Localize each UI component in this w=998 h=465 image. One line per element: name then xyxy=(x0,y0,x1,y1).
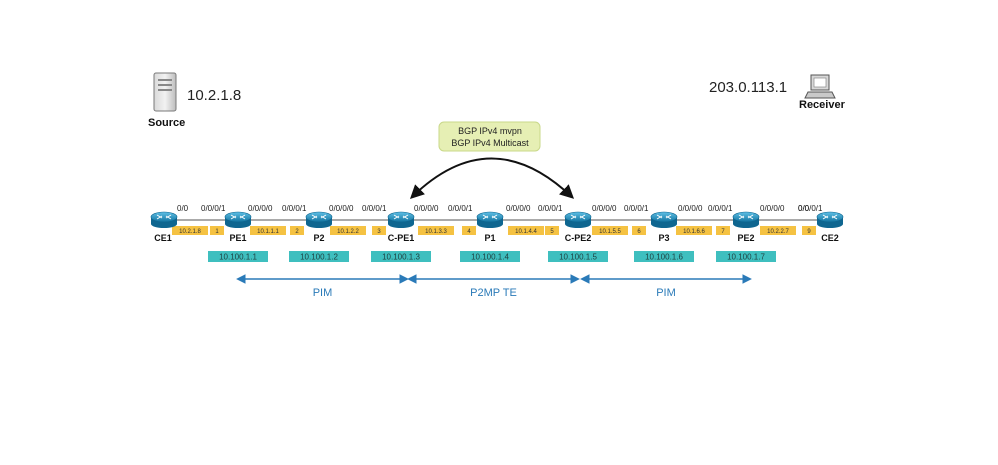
router-ce2-label: CE2 xyxy=(821,233,839,243)
link-address-text: 1 xyxy=(215,229,219,235)
interface-label: 0/0/0/0 xyxy=(329,204,354,213)
link-address-text: 10.1.6.6 xyxy=(683,229,705,235)
link-address-text: 2 xyxy=(295,229,299,235)
loopback-tag: 10.100.1.4 xyxy=(460,251,520,262)
interface-label: 0/0/0/1 xyxy=(201,204,226,213)
interface-label: 0/0/0/0 xyxy=(678,204,703,213)
segment-label: PIM xyxy=(656,287,676,299)
link-address-tag: 7 xyxy=(716,226,730,235)
router-p2-icon xyxy=(305,211,333,228)
interface-label: 0/0/0/0 xyxy=(760,204,785,213)
link-address-tag: 4 xyxy=(462,226,476,235)
bgp-line2: BGP IPv4 Multicast xyxy=(451,138,529,148)
loopback-tag: 10.100.1.6 xyxy=(634,251,694,262)
link-address-tag: 3 xyxy=(372,226,386,235)
router-cpe2-icon xyxy=(564,211,592,228)
interface-label: 0/0 xyxy=(798,204,810,213)
loopback-text: 10.100.1.4 xyxy=(471,253,509,262)
source-label: Source xyxy=(148,117,185,129)
router-ce1-icon xyxy=(150,211,178,228)
router-p3-icon xyxy=(650,211,678,228)
link-address-text: 10.1.3.3 xyxy=(425,229,447,235)
link-address-text: 5 xyxy=(550,229,554,235)
bgp-session-box: BGP IPv4 mvpn BGP IPv4 Multicast xyxy=(438,121,541,152)
link-address-text: 10.2.1.8 xyxy=(179,229,201,235)
link-address-text: 10.1.2.2 xyxy=(337,229,359,235)
bgp-session-arrow xyxy=(409,157,575,199)
bgp-line1: BGP IPv4 mvpn xyxy=(458,126,522,136)
link-address-tag: 10.1.4.4 xyxy=(508,226,544,235)
router-p1-label: P1 xyxy=(484,233,495,243)
interface-label: 0/0/0/1 xyxy=(362,204,387,213)
router-pe2-icon xyxy=(732,211,760,228)
interface-label: 0/0/0/1 xyxy=(798,204,823,213)
interface-label: 0/0/0/0 xyxy=(414,204,439,213)
receiver-pc-icon xyxy=(804,74,836,99)
interface-label: 0/0/0/1 xyxy=(538,204,563,213)
receiver-ip: 203.0.113.1 xyxy=(709,79,787,96)
interface-label: 0/0/0/0 xyxy=(506,204,531,213)
router-cpe1-icon xyxy=(387,211,415,228)
router-ce1-label: CE1 xyxy=(154,233,172,243)
link-address-text: 6 xyxy=(637,229,641,235)
link-address-tag: 5 xyxy=(545,226,559,235)
link-address-tag: 10.1.1.1 xyxy=(250,226,286,235)
source-server-icon xyxy=(153,72,177,112)
link-address-tag: 10.1.6.6 xyxy=(676,226,712,235)
router-pe1-icon xyxy=(224,211,252,228)
loopback-tag: 10.100.1.7 xyxy=(716,251,776,262)
loopback-text: 10.100.1.7 xyxy=(727,253,765,262)
link-address-text: 7 xyxy=(721,229,725,235)
segment-label: P2MP TE xyxy=(470,287,517,299)
link-address-text: 4 xyxy=(467,229,471,235)
router-p1-icon xyxy=(476,211,504,228)
router-cpe2-label: C-PE2 xyxy=(565,233,592,243)
router-p2-label: P2 xyxy=(313,233,324,243)
link-address-text: 10.2.2.7 xyxy=(767,229,789,235)
router-cpe1-label: C-PE1 xyxy=(388,233,415,243)
loopback-tag: 10.100.1.2 xyxy=(289,251,349,262)
link-address-text: 10.1.1.1 xyxy=(257,229,279,235)
link-address-tag: 9 xyxy=(802,226,816,235)
link-address-text: 10.1.4.4 xyxy=(515,229,537,235)
link-address-text: 3 xyxy=(377,229,381,235)
interface-label: 0/0/0/1 xyxy=(708,204,733,213)
loopback-text: 10.100.1.5 xyxy=(559,253,597,262)
interface-label: 0/0/0/1 xyxy=(624,204,649,213)
loopback-tag: 10.100.1.1 xyxy=(208,251,268,262)
loopback-text: 10.100.1.1 xyxy=(219,253,257,262)
interface-label: 0/0 xyxy=(177,204,189,213)
link-address-tag: 1 xyxy=(210,226,224,235)
interface-label: 0/0/0/0 xyxy=(248,204,273,213)
link-address-tag: 10.2.1.8 xyxy=(172,226,208,235)
loopback-text: 10.100.1.6 xyxy=(645,253,683,262)
receiver-label: Receiver xyxy=(799,99,846,111)
interface-label: 0/0/0/1 xyxy=(448,204,473,213)
link-address-tag: 2 xyxy=(290,226,304,235)
router-p3-label: P3 xyxy=(658,233,669,243)
source-ip: 10.2.1.8 xyxy=(187,87,241,104)
loopback-tag: 10.100.1.3 xyxy=(371,251,431,262)
router-pe1-label: PE1 xyxy=(229,233,246,243)
router-pe2-label: PE2 xyxy=(737,233,754,243)
interface-label: 0/0/0/0 xyxy=(592,204,617,213)
interface-label: 0/0/0/1 xyxy=(282,204,307,213)
loopback-text: 10.100.1.3 xyxy=(382,253,420,262)
link-address-tag: 6 xyxy=(632,226,646,235)
router-ce2-icon xyxy=(816,211,844,228)
link-address-text: 9 xyxy=(807,229,811,235)
loopback-text: 10.100.1.2 xyxy=(300,253,338,262)
link-address-tag: 10.1.5.5 xyxy=(592,226,628,235)
link-address-tag: 10.2.2.7 xyxy=(760,226,796,235)
link-address-tag: 10.1.2.2 xyxy=(330,226,366,235)
link-address-text: 10.1.5.5 xyxy=(599,229,621,235)
link-address-tag: 10.1.3.3 xyxy=(418,226,454,235)
loopback-tag: 10.100.1.5 xyxy=(548,251,608,262)
segment-label: PIM xyxy=(313,287,333,299)
